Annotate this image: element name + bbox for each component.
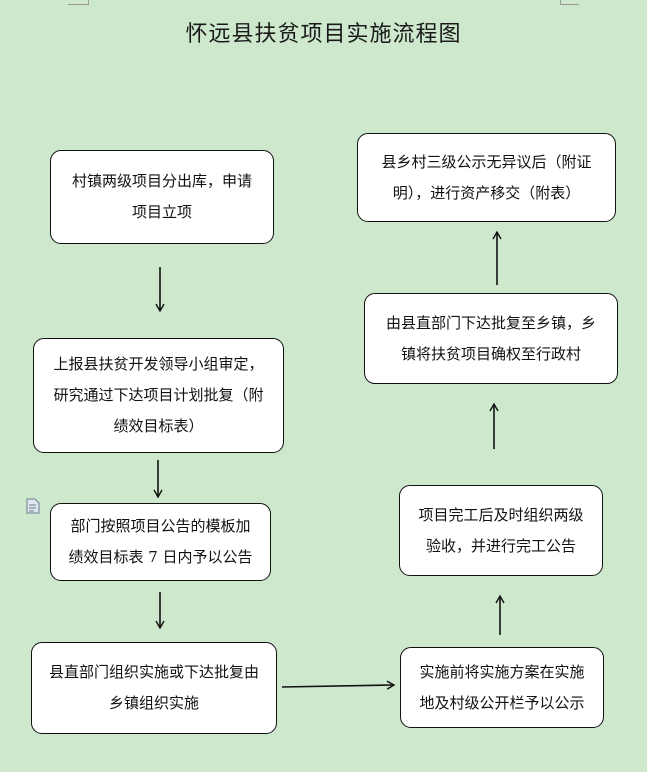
- step-county-approval-text: 上报县扶贫开发领导小组审定，研究通过下达项目计划批复（附绩效目标表）: [53, 355, 264, 435]
- arrow-step4-to-step5: [281, 680, 396, 690]
- step-pre-implementation-publicity-text: 实施前将实施方案在实施地及村级公开栏予以公示: [419, 662, 585, 712]
- diagram-title: 怀远县扶贫项目实施流程图: [185, 22, 462, 47]
- step-asset-transfer: 县乡村三级公示无异议后（附证明），进行资产移交（附表）: [357, 133, 616, 222]
- step-county-approval: 上报县扶贫开发领导小组审定，研究通过下达项目计划批复（附绩效目标表）: [33, 338, 284, 453]
- step-implementation: 县直部门组织实施或下达批复由乡镇组织实施: [31, 642, 277, 734]
- step-implementation-text: 县直部门组织实施或下达批复由乡镇组织实施: [48, 663, 259, 712]
- step-project-library-text: 村镇两级项目分出库，申请项目立项: [71, 172, 252, 221]
- step-project-library: 村镇两级项目分出库，申请项目立项: [50, 150, 274, 244]
- page-corner-mark-left: [68, 0, 89, 5]
- step-pre-implementation-publicity: 实施前将实施方案在实施地及村级公开栏予以公示: [400, 647, 604, 728]
- page-corner-mark-right: [560, 0, 579, 5]
- step-department-announcement-text: 部门按照项目公告的模板加绩效目标表 7 日内予以公告: [68, 517, 253, 566]
- step-ownership-confirmation: 由县直部门下达批复至乡镇，乡镇将扶贫项目确权至行政村: [364, 293, 618, 384]
- step-department-announcement: 部门按照项目公告的模板加绩效目标表 7 日内予以公告: [50, 503, 271, 581]
- step-ownership-confirmation-text: 由县直部门下达批复至乡镇，乡镇将扶贫项目确权至行政村: [385, 313, 596, 363]
- step-asset-transfer-text: 县乡村三级公示无异议后（附证明），进行资产移交（附表）: [381, 152, 592, 202]
- step-completion-acceptance-text: 项目完工后及时组织两级验收，并进行完工公告: [418, 505, 584, 555]
- document-icon[interactable]: [26, 498, 40, 514]
- step-completion-acceptance: 项目完工后及时组织两级验收，并进行完工公告: [399, 485, 603, 576]
